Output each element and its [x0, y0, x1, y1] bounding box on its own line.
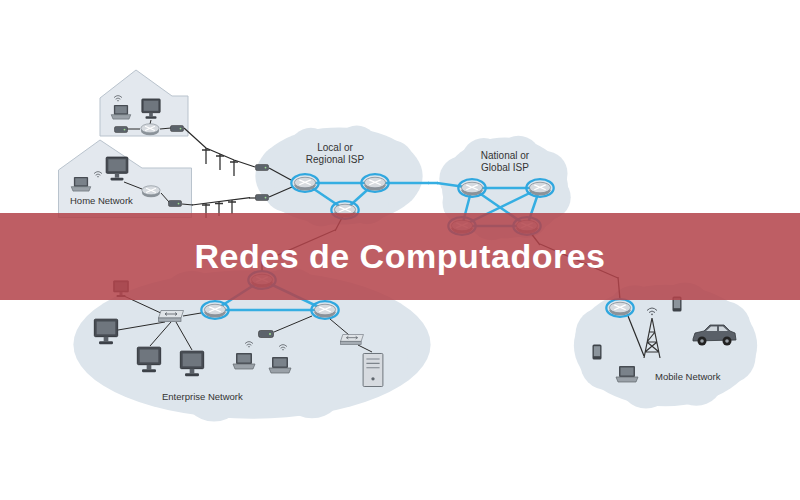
wire: [249, 197, 256, 198]
isp-cloud: Local or Regional ISP: [250, 122, 428, 230]
isp-cloud: National or Global ISP: [438, 132, 572, 244]
title-banner: [0, 213, 800, 300]
cloud-bump: [697, 301, 751, 355]
cloud-body: [442, 138, 568, 239]
wire: [150, 120, 151, 124]
laptop-icon: [616, 366, 638, 382]
cloud-bump: [159, 271, 225, 337]
cloud-bump: [181, 355, 247, 421]
cloud-bump: [96, 298, 162, 364]
cloud-bump: [371, 140, 414, 183]
switch-icon: [159, 311, 184, 322]
server-icon: [363, 354, 383, 387]
router-icon: [142, 186, 160, 198]
cloud-outline: [568, 278, 763, 413]
telephone-pole: [202, 148, 238, 176]
node-label: Local or Regional ISP: [300, 142, 370, 165]
cloud-bump: [300, 183, 343, 226]
cloud-outline: [250, 122, 428, 230]
wire: [160, 128, 171, 129]
modem-icon: [255, 164, 268, 170]
title-band: Redes de Computadores: [0, 213, 800, 300]
cloud-bump: [333, 290, 399, 356]
cloud-shape: [73, 268, 430, 422]
modem-icon: [255, 194, 268, 200]
house-outline: [100, 70, 188, 136]
enterprise-cloud: Enterprise Network: [62, 262, 442, 427]
mobile-cloud: Mobile Network: [568, 278, 763, 413]
router-icon: [141, 124, 159, 136]
network-link: [428, 182, 438, 185]
monitor-icon: [142, 99, 160, 119]
node-label: National or Global ISP: [470, 150, 540, 173]
switch-icon: [341, 334, 364, 344]
node-label: Enterprise Network: [162, 392, 243, 403]
modem-icon: [168, 200, 181, 206]
cloud-shape: [439, 136, 570, 241]
phone-icon: [593, 345, 602, 360]
node-label: Home Network: [70, 196, 133, 207]
cloud-outline: [62, 262, 442, 427]
cloud-bump: [504, 193, 549, 238]
modem-icon: [170, 125, 183, 131]
cloud-outline: [438, 132, 572, 244]
cloud-shape: [255, 126, 422, 227]
house-outline: [59, 140, 192, 218]
cloud-bump: [346, 181, 389, 224]
laptop-icon: [269, 357, 291, 373]
access-point-icon: [259, 331, 274, 338]
laptop-icon: [233, 353, 255, 369]
cloud-bump: [523, 151, 568, 196]
cloud-shape: [574, 283, 757, 409]
laptop-icon: [111, 105, 131, 119]
node-label: Mobile Network: [655, 372, 720, 383]
modem-icon: [114, 126, 127, 132]
cloud-bump: [279, 352, 345, 418]
home-network-house: Home Network: [58, 138, 192, 218]
laptop-icon: [71, 177, 91, 191]
cloud-body: [73, 270, 430, 419]
cloud-bump: [608, 285, 662, 339]
wifi-symbol: [114, 96, 122, 102]
cloud-bump: [257, 268, 323, 334]
title-text: Redes de Computadores: [194, 237, 605, 276]
